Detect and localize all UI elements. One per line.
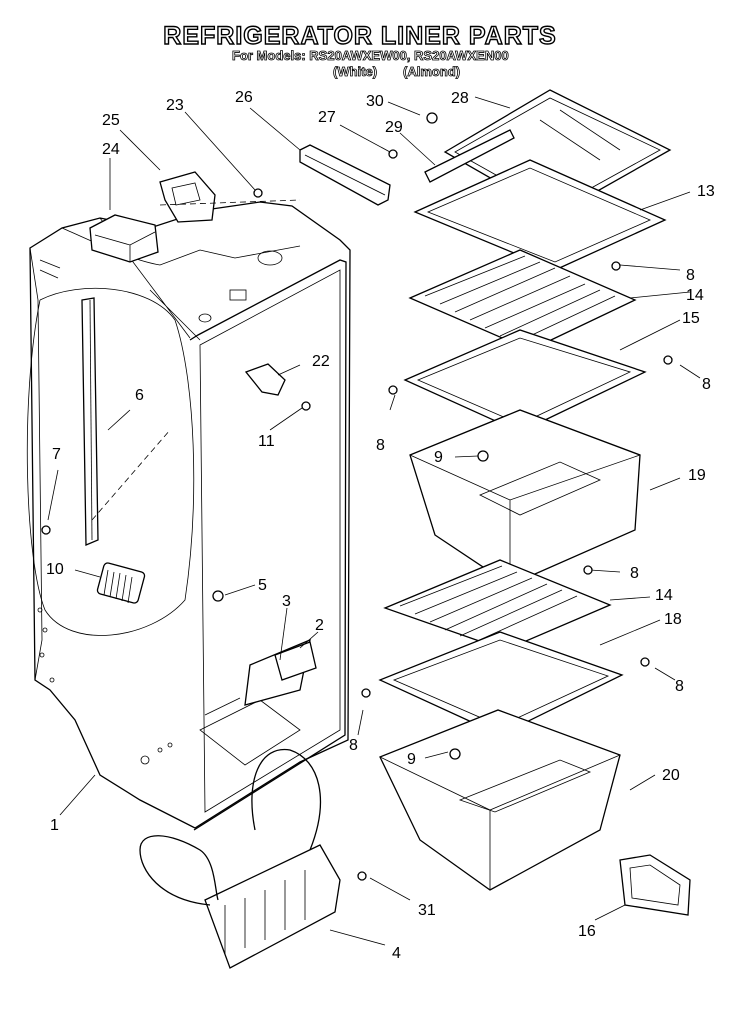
callout-25: 25 — [102, 112, 120, 129]
part-18-drawer-cover — [378, 631, 624, 736]
callout-7: 7 — [52, 446, 61, 463]
callout-11: 11 — [258, 433, 275, 450]
callout-8-f: 8 — [349, 737, 358, 754]
callout-1: 1 — [50, 817, 59, 834]
callout-29: 29 — [385, 119, 403, 136]
part-15-drawer-cover — [403, 329, 647, 433]
callout-8-c: 8 — [376, 437, 385, 454]
diagram-title: REFRIGERATOR LINER PARTS — [163, 21, 557, 50]
callout-16: 16 — [578, 923, 596, 940]
part-2-clip — [274, 641, 317, 681]
callout-8-d: 8 — [630, 565, 639, 582]
callout-23: 23 — [166, 97, 184, 114]
part-6-rail — [81, 297, 99, 546]
part-24-housing — [89, 214, 159, 263]
part-13-frame — [413, 159, 667, 271]
part-26-rail — [299, 144, 391, 206]
callout-8-e: 8 — [675, 678, 684, 695]
callout-19: 19 — [688, 467, 706, 484]
part-10-grille — [96, 562, 146, 604]
callout-13: 13 — [697, 183, 715, 200]
part-25-bracket — [159, 171, 216, 223]
callout-15: 15 — [682, 310, 700, 327]
callout-10: 10 — [46, 561, 64, 578]
part-19-crisper — [409, 409, 641, 586]
callout-3: 3 — [282, 593, 291, 610]
liner-cabinet — [26, 201, 351, 831]
callout-8-b: 8 — [702, 376, 711, 393]
part-20-crisper — [379, 709, 621, 891]
callout-4: 4 — [392, 945, 401, 962]
callout-14-a: 14 — [686, 287, 704, 304]
callout-27: 27 — [318, 109, 336, 126]
callout-30: 30 — [366, 93, 384, 110]
fasteners — [41, 112, 673, 881]
callout-18: 18 — [664, 611, 682, 628]
callout-31: 31 — [418, 902, 436, 919]
callout-22: 22 — [312, 353, 330, 370]
part-16-plate — [619, 854, 691, 916]
callout-5: 5 — [258, 577, 267, 594]
callout-24: 24 — [102, 141, 120, 158]
models-line: For Models: RS20AWXEW00, RS20AWXEN00 — [232, 48, 509, 64]
callout-20: 20 — [662, 767, 680, 784]
color-almond-label: (Almond) — [403, 64, 461, 80]
callout-14-b: 14 — [655, 587, 673, 604]
callout-labels: 1 2 3 4 5 6 7 8 8 8 8 8 8 9 9 10 11 13 1… — [46, 89, 715, 962]
part-22-bracket — [244, 363, 286, 396]
part-14-wire-shelf-lower — [383, 559, 612, 651]
leader-lines — [47, 96, 701, 946]
callout-28: 28 — [451, 90, 469, 107]
callout-6: 6 — [135, 387, 144, 404]
color-white-label: (White) — [333, 64, 378, 80]
callout-2: 2 — [315, 617, 324, 634]
callout-26: 26 — [235, 89, 253, 106]
part-29-trim — [424, 129, 515, 183]
callout-8-a: 8 — [686, 267, 695, 284]
callout-9-a: 9 — [434, 449, 443, 466]
callout-9-b: 9 — [407, 751, 416, 768]
part-4-heater — [139, 748, 341, 969]
part-14-wire-shelf-upper — [408, 249, 637, 351]
